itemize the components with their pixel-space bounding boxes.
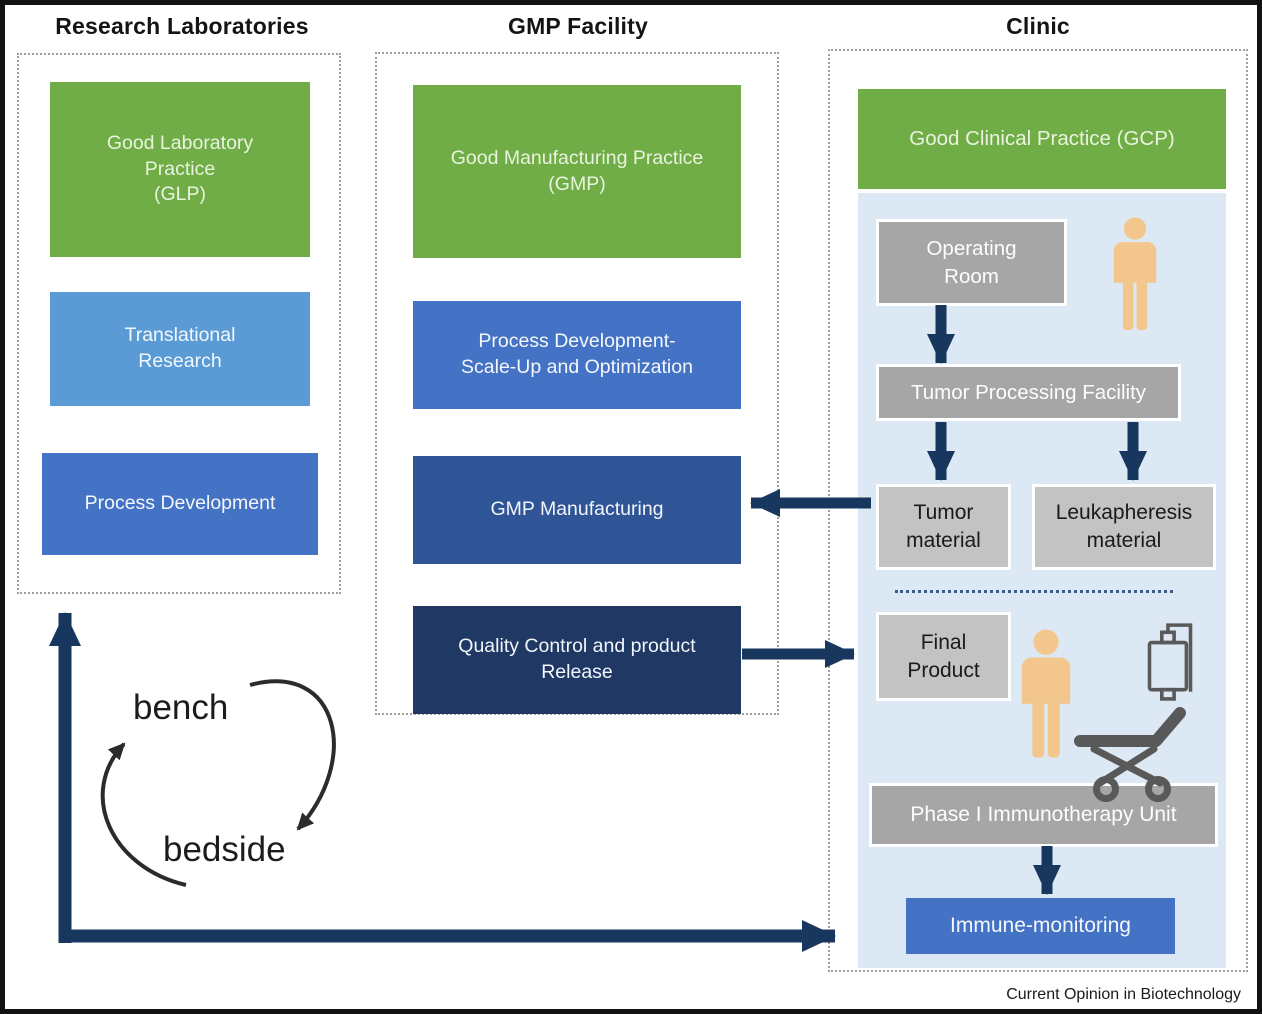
immune-monitoring-box: Immune-monitoring bbox=[906, 898, 1175, 954]
tumor-material-box: Tumor material bbox=[876, 484, 1011, 570]
gmp-manufacturing-box: GMP Manufacturing bbox=[413, 456, 741, 564]
clinic-column-title: Clinic bbox=[1006, 13, 1070, 39]
phase1-immunotherapy-box: Phase I Immunotherapy Unit bbox=[869, 783, 1218, 847]
clinic-workflow-panel bbox=[858, 193, 1226, 968]
bedside-label: bedside bbox=[163, 830, 286, 869]
process-dev-scaleup-box: Process Development- Scale-Up and Optimi… bbox=[413, 301, 741, 409]
clinic-panel bbox=[828, 49, 1248, 972]
process-development-box: Process Development bbox=[42, 453, 318, 555]
gcp-box: Good Clinical Practice (GCP) bbox=[858, 89, 1226, 189]
research-laboratories-panel bbox=[17, 53, 341, 594]
research-column-title: Research Laboratories bbox=[55, 13, 309, 39]
bench-label: bench bbox=[133, 688, 229, 727]
gmp-facility-panel bbox=[375, 52, 779, 715]
glp-box: Good Laboratory Practice (GLP) bbox=[50, 82, 310, 257]
journal-caption: Current Opinion in Biotechnology bbox=[1006, 986, 1241, 1003]
quality-control-box: Quality Control and product Release bbox=[413, 606, 741, 714]
final-product-box: Final Product bbox=[876, 612, 1011, 701]
tumor-processing-facility-box: Tumor Processing Facility bbox=[876, 364, 1181, 421]
clinic-section-divider bbox=[895, 590, 1173, 593]
leukapheresis-material-box: Leukapheresis material bbox=[1032, 484, 1216, 570]
bench-to-bedside-arc bbox=[249, 679, 336, 831]
translational-research-box: Translational Research bbox=[50, 292, 310, 406]
gmp-practice-box: Good Manufacturing Practice (GMP) bbox=[413, 85, 741, 258]
gmp-column-title: GMP Facility bbox=[507, 13, 649, 39]
operating-room-box: Operating Room bbox=[876, 219, 1067, 306]
